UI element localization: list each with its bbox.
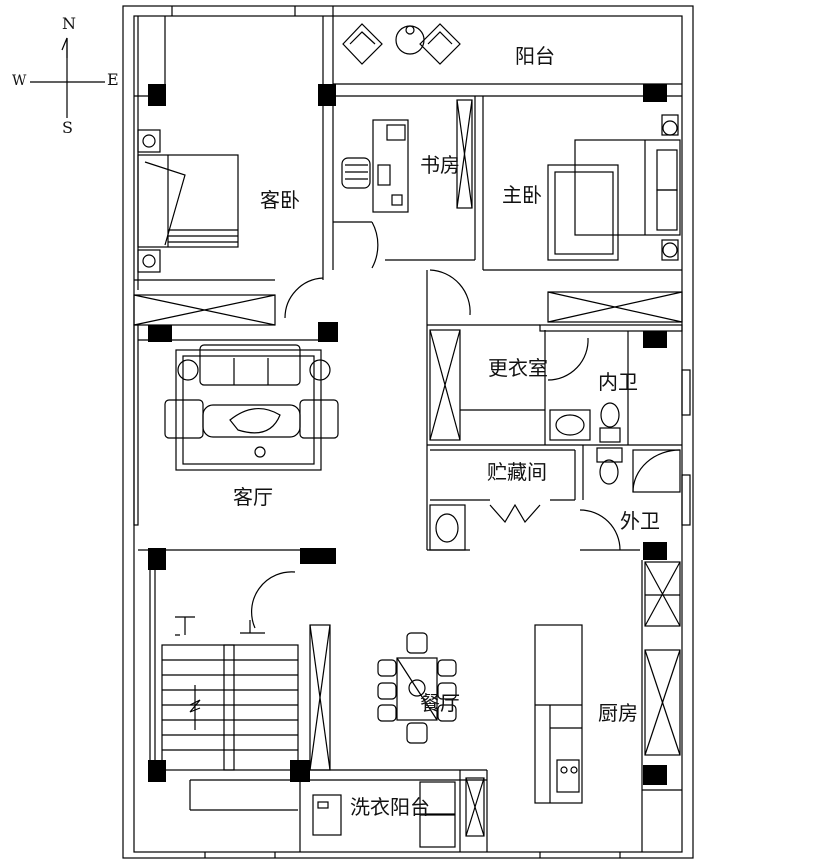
exterior-walls bbox=[122, 5, 694, 859]
room-label-master-bedroom: 主卧 bbox=[502, 183, 542, 207]
study-walls bbox=[333, 96, 484, 270]
room-label-inner-bath: 内卫 bbox=[598, 370, 638, 394]
master-bedroom-walls bbox=[483, 114, 682, 271]
storage-walls bbox=[427, 445, 691, 551]
guest-bed bbox=[137, 129, 239, 273]
room-label-study: 书房 bbox=[420, 153, 460, 177]
room-label-guest-bedroom: 客卧 bbox=[260, 188, 300, 212]
kitchen-counters bbox=[534, 560, 682, 852]
guest-bedroom-walls bbox=[133, 16, 334, 326]
structural-columns bbox=[148, 84, 667, 785]
room-label-walk-in-closet: 更衣室 bbox=[488, 356, 548, 380]
compass-north: N bbox=[62, 14, 76, 33]
room-label-dining: 餐厅 bbox=[420, 691, 460, 715]
balcony-chairs bbox=[342, 23, 461, 65]
room-label-living-room: 客厅 bbox=[233, 485, 273, 509]
compass-west: W bbox=[12, 73, 27, 89]
room-label-outer-bath: 外卫 bbox=[620, 509, 660, 533]
room-label-laundry-balcony: 洗衣阳台 bbox=[350, 795, 430, 819]
room-label-kitchen: 厨房 bbox=[598, 701, 638, 725]
staircase bbox=[149, 550, 299, 811]
laundry-balcony-walls bbox=[299, 769, 488, 852]
inner-bath-fixtures bbox=[549, 331, 691, 445]
compass-east: E bbox=[107, 70, 119, 89]
room-label-balcony: 阳台 bbox=[515, 44, 555, 68]
compass-rose bbox=[30, 37, 105, 118]
compass-south: S bbox=[62, 118, 73, 137]
corridor-walls bbox=[426, 269, 683, 550]
room-label-storage: 贮藏间 bbox=[487, 460, 547, 484]
